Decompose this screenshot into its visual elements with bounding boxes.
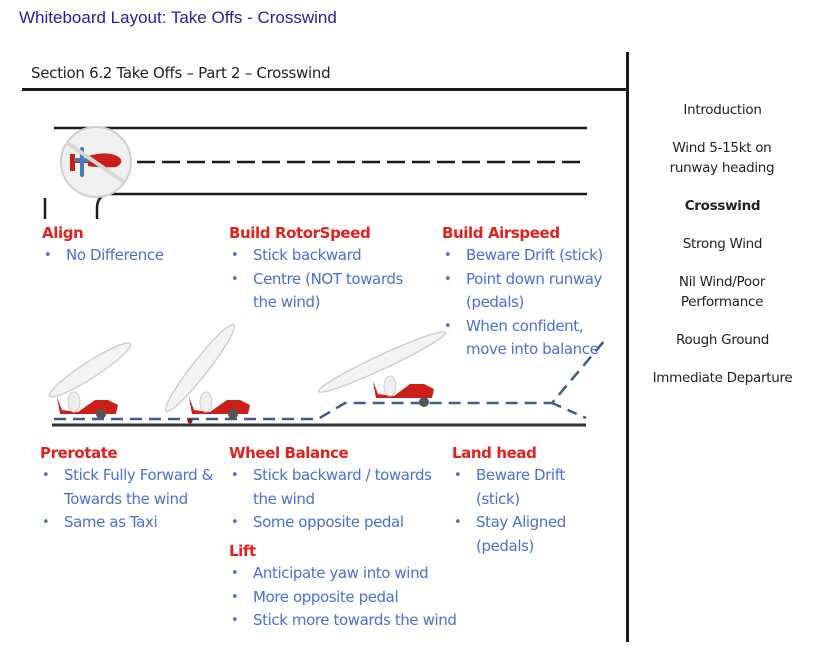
lesson-nav: Introduction Wind 5-15kt on runway headi… (630, 100, 815, 406)
nav-item-immediate-departure[interactable]: Immediate Departure (652, 370, 793, 386)
stage-lift: Lift Anticipate yaw into wind More oppos… (229, 540, 529, 633)
stage-align: Align No Difference (42, 222, 222, 268)
stage-bullet: Some opposite pedal (229, 511, 439, 535)
section-title: Section 6.2 Take Offs – Part 2 – Crosswi… (31, 64, 331, 82)
stage-bullet: Anticipate yaw into wind (229, 562, 529, 586)
stage-bullet: Beware Drift (stick) (452, 464, 602, 511)
stage-bullet: Point down runway (pedals) (442, 268, 622, 315)
stage-bullet: Stay Aligned (pedals) (452, 511, 602, 558)
nav-item-introduction[interactable]: Introduction (683, 102, 762, 118)
nav-item-crosswind[interactable]: Crosswind (684, 198, 761, 214)
stage-heading: Align (42, 224, 84, 242)
stage-land-head: Land head Beware Drift (stick) Stay Alig… (452, 442, 602, 558)
stage-heading: Land head (452, 444, 537, 462)
nav-item-strong-wind[interactable]: Strong Wind (682, 236, 763, 252)
flight-path (54, 339, 606, 421)
sidebar-divider (626, 52, 629, 642)
nav-item-rough-ground[interactable]: Rough Ground (675, 332, 770, 348)
stage-bullet: Stick Fully Forward & Towards the wind (40, 464, 225, 511)
stage-heading: Build RotorSpeed (229, 224, 371, 242)
stage-heading: Prerotate (40, 444, 118, 462)
stage-bullet: Same as Taxi (40, 511, 225, 535)
header-divider (22, 88, 628, 91)
stage-wheel-balance: Wheel Balance Stick backward / towards t… (229, 442, 439, 535)
stage-prerotate: Prerotate Stick Fully Forward & Towards … (40, 442, 225, 535)
nav-item-wind-runway-heading[interactable]: Wind 5-15kt on runway heading (669, 140, 775, 176)
flight-path-land-head (551, 401, 587, 420)
stage-bullet: Stick backward (229, 244, 419, 268)
stage-heading: Build Airspeed (442, 224, 560, 242)
gyroplane-side-view-icon (164, 323, 250, 424)
stage-build-airspeed: Build Airspeed Beware Drift (stick) Poin… (442, 222, 622, 362)
page-title: Whiteboard Layout: Take Offs - Crosswind (19, 8, 337, 27)
stage-heading: Wheel Balance (229, 444, 349, 462)
stage-build-rotor-speed: Build RotorSpeed Stick backward Centre (… (229, 222, 419, 315)
stage-bullet: Beware Drift (stick) (442, 244, 622, 268)
gyroplane-side-view-icon (48, 342, 132, 419)
gyroplane-side-view-icon (317, 330, 447, 407)
gyroplane-top-view-icon (60, 126, 132, 198)
stage-bullet: Stick backward / towards the wind (229, 464, 439, 511)
stage-bullet: Stick more towards the wind (229, 609, 529, 633)
nav-item-nil-wind[interactable]: Nil Wind/Poor Performance (678, 274, 766, 310)
stage-heading: Lift (229, 542, 256, 560)
stage-bullet: When confident, move into balance (442, 315, 622, 362)
stage-bullet: More opposite pedal (229, 586, 529, 610)
stage-bullet: No Difference (42, 244, 222, 268)
stage-bullet: Centre (NOT towards the wind) (229, 268, 419, 315)
